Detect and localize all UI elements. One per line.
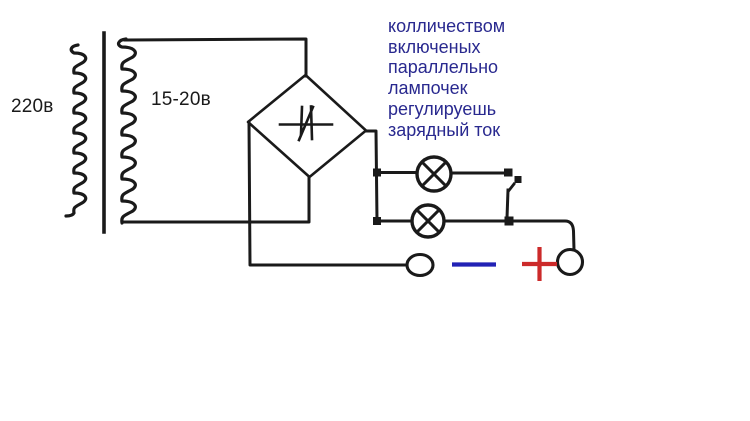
transformer-primary-coil-icon (64, 43, 88, 218)
bridge-rectifier (246, 73, 368, 179)
primary-voltage-label: 220в (11, 96, 54, 117)
bridge-diamond (246, 73, 368, 179)
negative-output-terminal (405, 252, 435, 278)
lamp-2 (410, 203, 446, 239)
diode-icon (278, 105, 334, 142)
junction-dot (504, 168, 513, 177)
positive-terminal-ring-icon (555, 247, 585, 277)
annotation-text: колличеством включеных параллельно лампо… (388, 16, 506, 140)
junction-dot (373, 168, 381, 177)
negative-terminal-ring-icon (405, 252, 435, 278)
switch-wire-down (505, 188, 510, 220)
switch-contact-dot (514, 176, 522, 183)
wire-secondary-bottom-to-bridge (120, 175, 311, 224)
secondary-voltage-label: 15-20в (151, 89, 211, 110)
lamp-1-bulb-icon (415, 155, 453, 193)
plus-symbol-icon (522, 247, 557, 281)
wiring (120, 37, 576, 267)
positive-output-terminal (555, 247, 585, 277)
lamp-1 (415, 155, 453, 193)
junction-dots (373, 168, 514, 226)
wire-secondary-top-to-bridge (123, 37, 308, 78)
lamp-2-bulb-icon (410, 203, 446, 239)
switch-contact (505, 176, 522, 220)
wire-bridge-left-to-negative-terminal (247, 120, 409, 267)
transformer (64, 31, 137, 234)
wire-bottom-rail-to-positive-terminal (442, 219, 576, 252)
wire-bridge-right-to-lamp-bus (364, 129, 379, 223)
junction-dot (373, 217, 381, 225)
transformer-secondary-coil-icon (116, 37, 137, 225)
junction-dot (504, 216, 514, 226)
